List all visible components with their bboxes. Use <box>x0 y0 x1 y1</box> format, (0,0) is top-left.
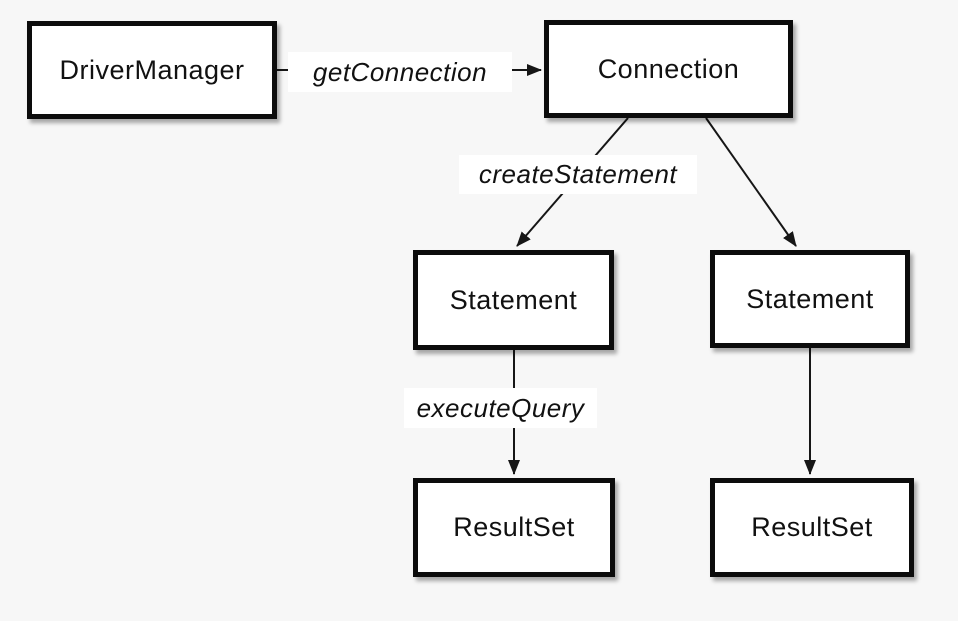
edge-label-get-connection-text: getConnection <box>312 56 488 87</box>
node-statement-left-label: Statement <box>449 284 578 315</box>
node-driver-manager: DriverManager <box>27 21 277 119</box>
edge-label-execute-query: executeQuery <box>404 388 597 428</box>
edge-label-create-statement-text: createStatement <box>478 159 678 189</box>
node-driver-manager-label: DriverManager <box>59 54 245 85</box>
node-connection: Connection <box>544 20 793 118</box>
node-resultset-right: ResultSet <box>710 478 914 577</box>
node-connection-label: Connection <box>597 53 740 84</box>
node-statement-right: Statement <box>710 250 910 348</box>
node-resultset-right-label: ResultSet <box>751 512 873 542</box>
edge-label-create-statement: createStatement <box>459 155 697 194</box>
node-resultset-left-label: ResultSet <box>453 512 575 542</box>
edge-label-execute-query-text: executeQuery <box>416 392 585 423</box>
edge-connection-statement-arrow <box>705 117 797 247</box>
node-statement-right-label: Statement <box>746 283 874 314</box>
node-statement-left: Statement <box>413 250 614 350</box>
node-resultset-left: ResultSet <box>413 478 615 577</box>
edge-label-get-connection: getConnection <box>288 52 512 92</box>
